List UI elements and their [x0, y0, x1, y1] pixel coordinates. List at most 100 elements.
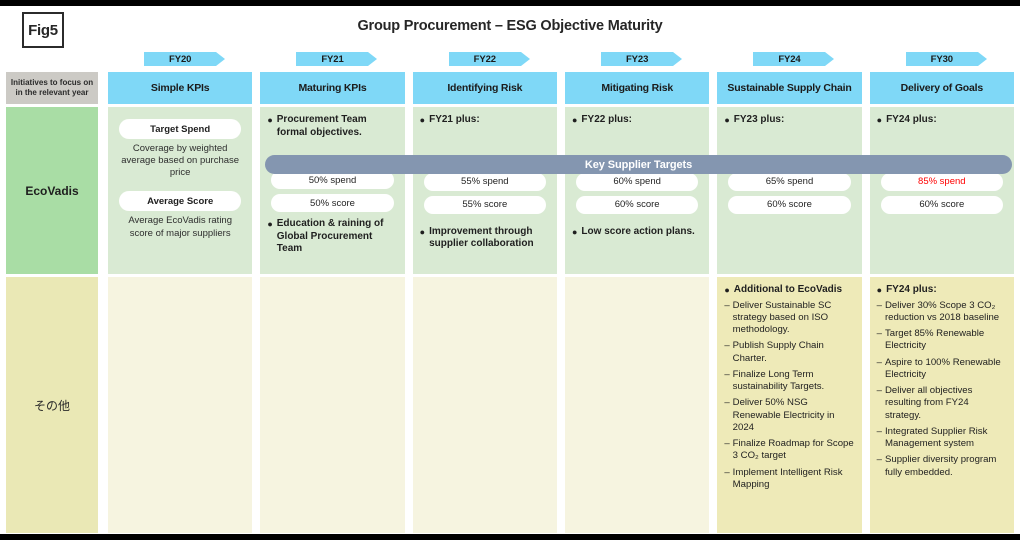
target-fy21-spend: 50% spend	[271, 171, 394, 189]
target-fy24-score: 60% score	[728, 195, 851, 214]
bullet-other-fy30-head: ● FY24 plus:	[877, 284, 1007, 297]
bullet-fy23-top: ● FY22 plus:	[572, 114, 702, 127]
list-item-text: Deliver 30% Scope 3 CO₂ reduction vs 201…	[884, 299, 1000, 323]
target-fy21-score: 50% score	[271, 194, 394, 212]
bullet-fy30-top: ● FY24 plus:	[877, 114, 1007, 127]
list-item-text: Deliver Sustainable SC strategy based on…	[732, 299, 832, 336]
stage-header-simple-kpis: Simple KPIs	[108, 72, 253, 104]
bullet-fy21-bottom: ● Education & raining of Global Procurem…	[267, 218, 397, 256]
list-item: –Aspire to 100% Renewable Electricity	[877, 357, 1007, 382]
list-item: –Deliver all objectives resulting from F…	[877, 385, 1007, 422]
target-fy30-score: 60% score	[880, 195, 1003, 214]
other-cell-fy24: ● Additional to EcoVadis –Deliver Sustai…	[717, 277, 862, 533]
bullet-dot-icon: ●	[571, 226, 578, 237]
bullet-text: FY22 plus:	[581, 114, 632, 125]
dash-icon: –	[724, 438, 730, 450]
list-item: –Finalize Roadmap for Scope 3 CO₂ target	[724, 438, 854, 463]
list-item-text: Aspire to 100% Renewable Electricity	[884, 356, 1001, 380]
stage-header-identifying-risk: Identifying Risk	[412, 72, 557, 104]
row-label-other: その他	[6, 277, 98, 533]
bullet-fy22-top: ● FY21 plus:	[420, 114, 550, 127]
bullet-text: FY24 plus:	[886, 284, 937, 295]
dash-icon: –	[724, 397, 730, 409]
other-row: その他 ● Additional to EcoVadis –Deliver Su…	[6, 277, 1014, 533]
fy-badge-cell-0: FY20	[108, 52, 252, 68]
bullet-fy23-bottom: ● Low score action plans.	[572, 226, 702, 239]
bullet-dot-icon: ●	[876, 285, 883, 295]
bullet-dot-icon: ●	[419, 115, 426, 125]
fy-badge-cell-5: FY30	[870, 52, 1014, 68]
row-label-header: Initiatives to focus on in the relevant …	[6, 72, 98, 104]
stage-header-mitigating-risk: Mitigating Risk	[564, 72, 710, 104]
fy-badge-fy24: FY24	[753, 52, 835, 66]
target-fy22-spend: 55% spend	[423, 172, 546, 191]
bullet-text: FY23 plus:	[733, 114, 785, 125]
stage-header-sustainable-supply-chain: Sustainable Supply Chain	[717, 72, 862, 104]
ecovadis-cell-fy24: ● FY23 plus: 65% spend 60% score	[717, 107, 862, 274]
target-fy23-score: 60% score	[575, 195, 699, 214]
bullet-dot-icon: ●	[571, 115, 578, 125]
bullet-dot-icon: ●	[267, 115, 273, 125]
dash-icon: –	[724, 299, 730, 311]
stage-header-maturing-kpis: Maturing KPIs	[260, 72, 405, 104]
bullet-text: FY21 plus:	[429, 114, 480, 125]
dash-icon: –	[876, 299, 882, 311]
fy-badge-fy21: FY21	[296, 52, 378, 66]
page-title: Group Procurement – ESG Objective Maturi…	[357, 18, 663, 34]
target-fy22-score: 55% score	[423, 195, 546, 214]
pill-average-score: Average Score	[119, 191, 242, 212]
bullet-dot-icon: ●	[876, 115, 883, 125]
ecovadis-cell-fy23: ● FY22 plus: 60% spend 60% score ● Low s…	[564, 107, 710, 274]
ecovadis-cell-fy20: Target Spend Coverage by weighted averag…	[108, 107, 253, 274]
bullet-other-fy24-head: ● Additional to EcoVadis	[724, 284, 854, 297]
bullet-fy24-top: ● FY23 plus:	[724, 114, 854, 127]
dash-icon: –	[876, 385, 882, 397]
list-item: –Integrated Supplier Risk Management sys…	[877, 426, 1007, 451]
list-item-text: Target 85% Renewable Electricity	[884, 328, 985, 352]
key-supplier-targets-ribbon: Key Supplier Targets	[265, 155, 1012, 174]
caption-average-score: Average EcoVadis rating score of major s…	[128, 215, 232, 239]
ecovadis-cell-fy21: ● Procurement Team formal objectives. 50…	[260, 107, 405, 274]
list-item-text: Integrated Supplier Risk Management syst…	[884, 425, 988, 450]
list-item: –Deliver Sustainable SC strategy based o…	[724, 300, 854, 337]
fy-badge-fy30: FY30	[905, 52, 987, 66]
other-cell-fy20	[108, 277, 253, 533]
bullet-dot-icon: ●	[724, 285, 730, 295]
fy-badge-fy23: FY23	[601, 52, 683, 66]
bullet-text: Low score action plans.	[581, 225, 695, 237]
fy-badge-cell-2: FY22	[413, 52, 557, 68]
dash-icon: –	[876, 328, 882, 340]
dash-icon: –	[724, 340, 730, 352]
bullet-fy21-top: ● Procurement Team formal objectives.	[267, 114, 397, 139]
target-fy23-spend: 60% spend	[575, 172, 699, 191]
fy-badge-fy22: FY22	[448, 52, 530, 66]
fy-badge-cell-4: FY24	[717, 52, 861, 68]
list-item: –Publish Supply Chain Charter.	[724, 340, 854, 365]
other-fy30-list: –Deliver 30% Scope 3 CO₂ reduction vs 20…	[877, 300, 1007, 479]
dash-icon: –	[724, 368, 730, 380]
list-item-text: Supplier diversity program fully embedde…	[884, 454, 997, 478]
list-item-text: Deliver 50% NSG Renewable Electricity in…	[732, 397, 835, 433]
list-item-text: Publish Supply Chain Charter.	[732, 340, 824, 364]
bullet-text: Education & raining of Global Procuremen…	[276, 218, 384, 254]
stage-header-delivery-of-goals: Delivery of Goals	[869, 72, 1014, 104]
bullet-text: Improvement through supplier collaborati…	[429, 225, 534, 250]
figure-tag: Fig5	[22, 12, 64, 48]
list-item: –Finalize Long Term sustainability Targe…	[724, 369, 854, 394]
other-cell-fy30: ● FY24 plus: –Deliver 30% Scope 3 CO₂ re…	[869, 277, 1014, 533]
dash-icon: –	[876, 356, 882, 368]
bullet-dot-icon: ●	[724, 115, 730, 125]
stage-header-row: Initiatives to focus on in the relevant …	[6, 72, 1014, 104]
other-cell-fy22	[412, 277, 557, 533]
fy-spacer	[6, 52, 98, 68]
fiscal-year-badge-row: FY20 FY21 FY22 FY23 FY24 FY30	[6, 52, 1014, 68]
maturity-grid: FY20 FY21 FY22 FY23 FY24 FY30 Initiative…	[6, 52, 1014, 533]
list-item-text: Deliver all objectives resulting from FY…	[884, 385, 973, 421]
bullet-text: Procurement Team formal objectives.	[276, 114, 367, 138]
other-cell-fy23	[564, 277, 710, 533]
list-item: –Deliver 50% NSG Renewable Electricity i…	[724, 397, 854, 434]
ecovadis-cell-fy22: ● FY21 plus: 55% spend 55% score ● Impro…	[412, 107, 557, 274]
dash-icon: –	[876, 425, 882, 437]
fy-badge-cell-1: FY21	[260, 52, 404, 68]
